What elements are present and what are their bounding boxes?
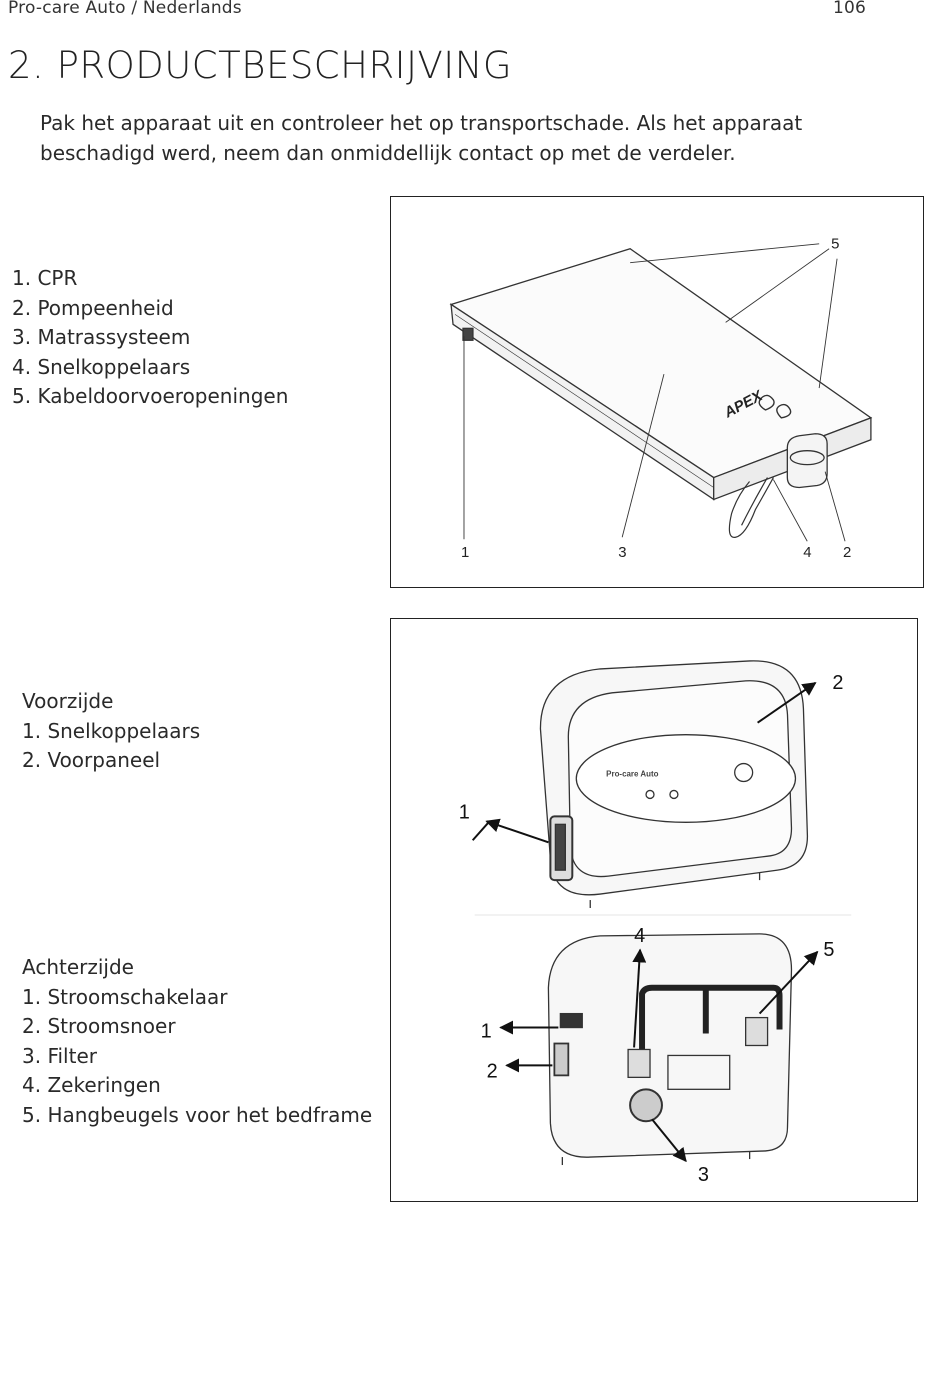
- callout-arrow: [757, 682, 817, 724]
- callout-label: 1: [459, 801, 470, 823]
- list-item: 5. Hangbeugels voor het bedframe: [22, 1102, 373, 1127]
- callout-arrow: [632, 948, 647, 1048]
- page-number: 106: [833, 0, 867, 18]
- mattress-system-figure: APEX 1 2 3 4 5: [390, 196, 924, 588]
- list-item: 3. Filter: [22, 1043, 97, 1068]
- running-header: Pro-care Auto / Nederlands: [8, 0, 242, 18]
- callout-label: 4: [803, 544, 811, 561]
- front-parts-list: Voorzijde 1. Snelkoppelaars 2. Voorpanee…: [22, 687, 200, 776]
- mattress-illustration: APEX 1 2 3 4 5: [449, 236, 873, 561]
- list-heading: Voorzijde: [22, 689, 114, 713]
- callout-label: 2: [487, 1060, 498, 1082]
- callout-label: 4: [634, 925, 645, 947]
- callout-label: 5: [823, 939, 834, 961]
- list-item: 1. Stroomschakelaar: [22, 984, 228, 1009]
- pump-illustration: Pro-care Auto 1 2 1 2 3 4 5: [459, 660, 852, 1186]
- back-parts-list: Achterzijde 1. Stroomschakelaar 2. Stroo…: [22, 953, 372, 1130]
- list-item: 4. Zekeringen: [22, 1073, 161, 1097]
- callout-label: 5: [831, 236, 839, 253]
- system-parts-list: 1. CPR 2. Pompeenheid 3. Matrassysteem 4…: [12, 264, 288, 412]
- list-item: 2. Voorpaneel: [22, 748, 161, 772]
- panel-brand: Pro-care Auto: [606, 770, 658, 779]
- list-item: 4. Snelkoppelaars: [12, 354, 191, 379]
- callout-arrow: [758, 950, 819, 1015]
- callout-arrow: [471, 821, 490, 841]
- callout-arrow: [485, 818, 549, 844]
- list-item: 2. Stroomsnoer: [22, 1014, 176, 1038]
- list-item: 2. Pompeenheid: [12, 295, 174, 320]
- intro-paragraph: Pak het apparaat uit en controleer het o…: [40, 111, 803, 165]
- list-heading: Achterzijde: [22, 955, 134, 979]
- callout-arrow: [651, 1118, 687, 1163]
- callout-label: 2: [832, 672, 843, 694]
- callout-label: 3: [618, 544, 626, 561]
- list-item: 5. Kabeldoorvoeropeningen: [12, 384, 289, 408]
- list-item: 1. Snelkoppelaars: [22, 718, 201, 743]
- callout-label: 2: [843, 544, 851, 561]
- callout-label: 3: [698, 1164, 709, 1186]
- list-item: 3. Matrassysteem: [12, 325, 191, 349]
- callout-label: 1: [481, 1021, 492, 1043]
- page-title: 2. PRODUCTBESCHRIJVING: [8, 44, 513, 87]
- pump-unit-figure: Pro-care Auto 1 2 1 2 3 4 5: [390, 618, 918, 1202]
- list-item: 1. CPR: [12, 266, 78, 290]
- callout-label: 1: [461, 544, 469, 561]
